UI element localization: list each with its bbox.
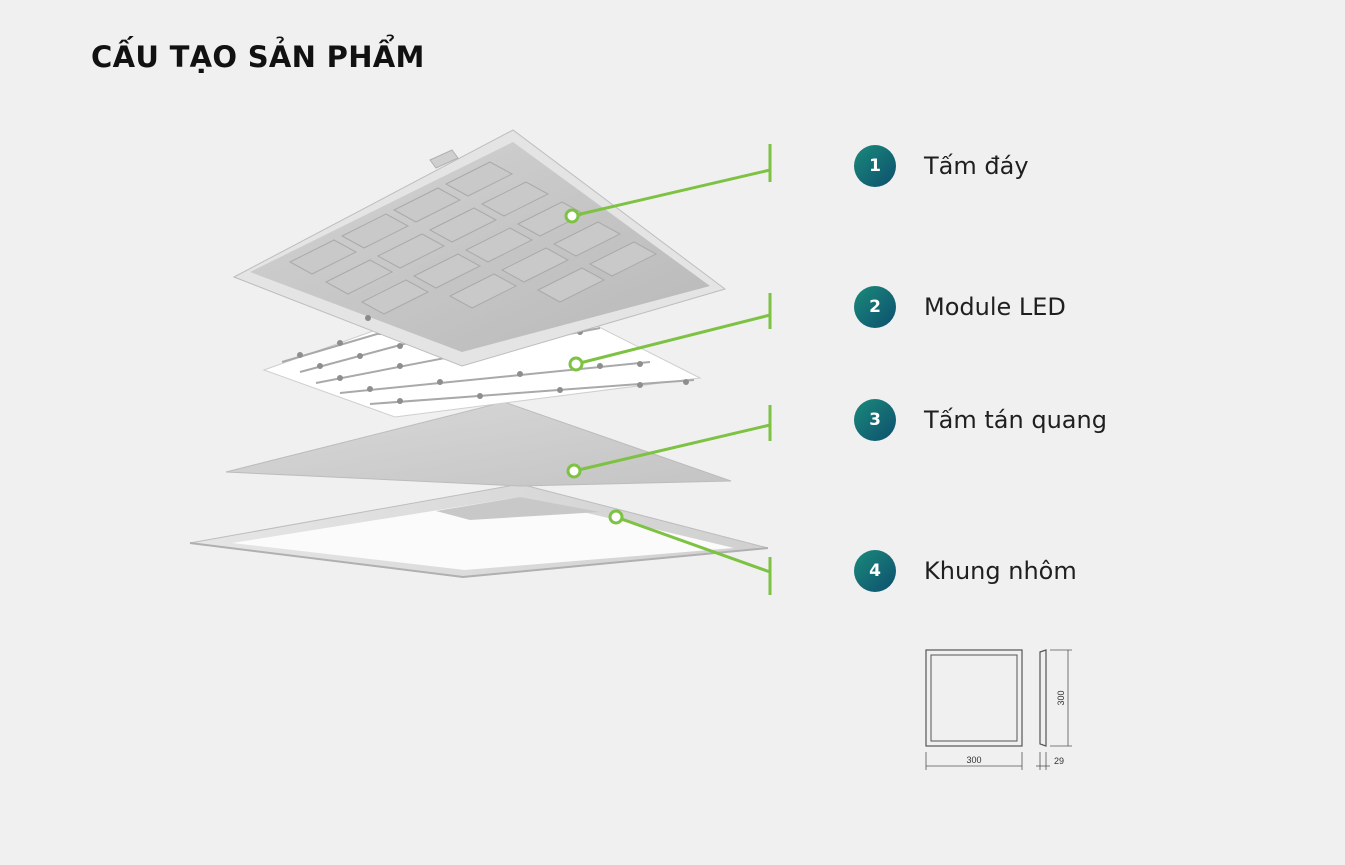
legend-item-2: 2 Module LED	[854, 286, 1066, 328]
number-badge: 3	[854, 399, 896, 441]
depth-dimension-label: 29	[1054, 756, 1064, 766]
front-view-inner	[930, 654, 1018, 742]
legend-label: Module LED	[924, 293, 1066, 321]
legend-item-1: 1 Tấm đáy	[854, 145, 1029, 187]
dimension-drawing: 300 300 29	[925, 649, 1072, 770]
number-badge: 4	[854, 550, 896, 592]
legend-item-4: 4 Khung nhôm	[854, 550, 1077, 592]
aluminum-frame-layer	[189, 483, 769, 579]
legend-item-3: 3 Tấm tán quang	[854, 399, 1107, 441]
leader-lines	[571, 144, 772, 595]
number-badge: 1	[854, 145, 896, 187]
width-dimension-label: 300	[966, 755, 981, 765]
endpoint-3	[566, 463, 582, 479]
diffuser-layer	[225, 401, 732, 487]
side-view-profile	[1039, 649, 1047, 747]
legend-label: Tấm tán quang	[924, 406, 1107, 434]
page-title: CẤU TẠO SẢN PHẨM	[91, 40, 425, 74]
endpoint-4	[608, 509, 624, 525]
endpoint-2	[568, 356, 584, 372]
back-plate-layer	[232, 129, 727, 367]
legend-label: Khung nhôm	[924, 557, 1077, 585]
height-dimension-label: 300	[1056, 690, 1066, 705]
number-badge: 2	[854, 286, 896, 328]
leader-endpoints	[564, 208, 624, 525]
front-view-outer	[925, 649, 1023, 747]
endpoint-1	[564, 208, 580, 224]
legend-label: Tấm đáy	[924, 152, 1029, 180]
